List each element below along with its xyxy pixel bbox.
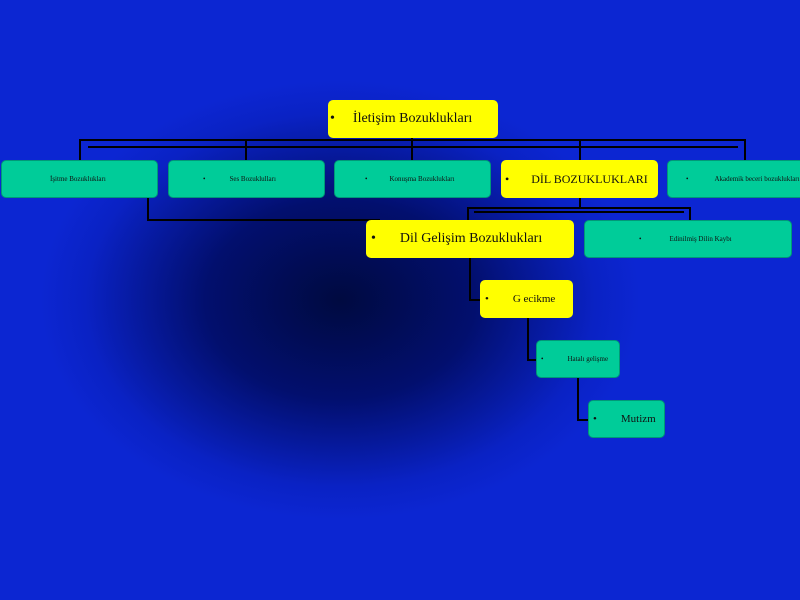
connector-gecikme-hatali bbox=[527, 318, 536, 361]
node-gecikme: • G ecikme bbox=[480, 280, 573, 318]
node-label: Akademik beceri bozuklukları bbox=[714, 175, 800, 183]
bullet: • bbox=[485, 293, 489, 305]
node-konusma-bozukluklari: • Konuşma Bozuklukları bbox=[334, 160, 491, 198]
bullet: • bbox=[686, 175, 689, 183]
node-label: Edinilmiş Dilin Kaybı bbox=[669, 235, 732, 243]
bullet: • bbox=[541, 355, 544, 363]
node-iletisim-bozukluklari: • İletişim Bozuklukları bbox=[328, 100, 498, 138]
connector-dilgelisim-gecikme bbox=[469, 258, 480, 301]
node-dil-bozukluklari: • DİL BOZUKLUKLARI bbox=[501, 160, 658, 198]
node-label: Konuşma Bozuklukları bbox=[389, 175, 455, 183]
connector-dil-down bbox=[467, 198, 581, 220]
node-mutizm: • Mutizm bbox=[588, 400, 665, 438]
bullet: • bbox=[505, 171, 510, 186]
node-label: Mutizm bbox=[620, 413, 656, 425]
node-label: Hatalı gelişme bbox=[567, 355, 609, 363]
connector-dil-edinilmis bbox=[580, 207, 691, 220]
bullet: • bbox=[593, 413, 597, 425]
bullet: • bbox=[203, 175, 206, 183]
connector-isitme-down bbox=[147, 198, 380, 221]
bullet: • bbox=[371, 231, 376, 246]
node-ses-bozukluklari: • Ses Bozuklulları bbox=[168, 160, 325, 198]
node-dil-gelisim-bozukluklari: • Dil Gelişim Bozuklukları bbox=[366, 220, 574, 258]
connector-hatali-mutizm bbox=[577, 378, 588, 421]
node-akademik-beceri-bozukluklari: • Akademik beceri bozuklukları bbox=[667, 160, 800, 198]
node-label: İşitme Bozuklukları bbox=[50, 175, 106, 183]
node-hatali-gelisme: • Hatalı gelişme bbox=[536, 340, 620, 378]
bullet: • bbox=[330, 111, 335, 126]
node-label: İletişim Bozuklukları bbox=[352, 111, 473, 126]
node-label: G ecikme bbox=[512, 293, 556, 305]
bullet: • bbox=[639, 235, 642, 243]
node-edinilmis-dilin-kaybi: • Edinilmiş Dilin Kaybı bbox=[584, 220, 792, 258]
connector-root-right bbox=[412, 139, 746, 160]
node-isitme-bozukluklari: İşitme Bozuklukları bbox=[1, 160, 158, 198]
bullet: • bbox=[365, 175, 368, 183]
node-label: DİL BOZUKLUKLARI bbox=[531, 171, 648, 186]
node-label: Ses Bozuklulları bbox=[229, 175, 276, 183]
node-label: Dil Gelişim Bozuklukları bbox=[399, 231, 543, 246]
